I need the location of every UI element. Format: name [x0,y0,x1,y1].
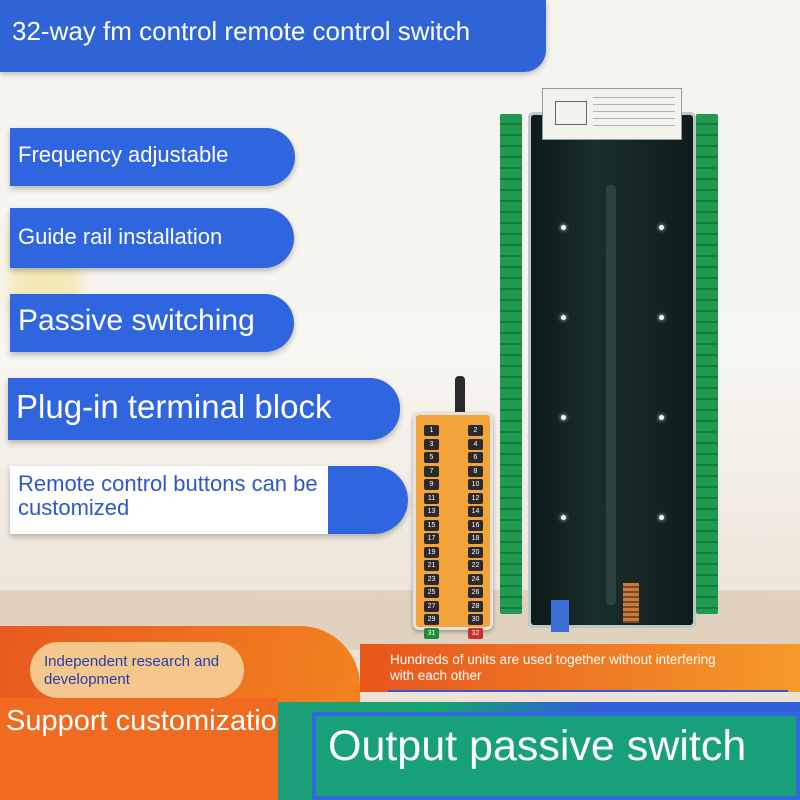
page-title: 32-way fm control remote control switch [12,16,471,46]
feature-badge-terminal: Plug-in terminal block [8,378,400,440]
divider-line [388,690,788,692]
remote-key-5: 5 [424,452,439,463]
remote-key-10: 10 [468,479,483,490]
remote-key-blank [446,628,461,639]
antenna-coil [623,583,639,623]
feature-badge-guide-rail: Guide rail installation [10,208,294,268]
support-text: Support customization [6,705,293,737]
remote-key-blank [446,601,461,612]
indicator-led [561,415,566,420]
remote-key-1: 1 [424,425,439,436]
remote-key-6: 6 [468,452,483,463]
badge-accent [328,466,408,534]
remote-key-8: 8 [468,465,483,477]
label-logo [555,101,587,125]
feature-badge-frequency: Frequency adjustable [10,128,295,186]
remote-key-blank [446,560,461,571]
remote-key-15: 15 [424,519,439,531]
remote-key-26: 26 [468,587,483,598]
remote-key-31: 31 [424,627,439,639]
remote-key-18: 18 [468,533,483,544]
controller-device-image [500,84,720,634]
device-label-plate [542,88,682,140]
title-banner: 32-way fm control remote control switch [0,0,546,72]
indicator-led [561,515,566,520]
indicator-led [659,515,664,520]
remote-key-11: 11 [424,492,439,504]
indicator-led [561,225,566,230]
feature-label: Guide rail installation [18,224,223,249]
remote-key-4: 4 [468,438,483,450]
hundreds-text: Hundreds of units are used together with… [390,652,716,683]
remote-key-blank [446,533,461,544]
remote-key-24: 24 [468,573,483,585]
remote-key-21: 21 [424,560,439,571]
feature-label: Passive switching [18,304,255,337]
feature-label: Frequency adjustable [18,142,229,167]
remote-key-12: 12 [468,492,483,504]
remote-key-22: 22 [468,560,483,571]
remote-key-blank [446,439,461,450]
remote-key-2: 2 [468,425,483,436]
hundreds-banner [360,644,800,692]
research-text: Independent research and development [44,653,220,688]
feature-badge-custom-buttons: Remote control buttons can be customized [10,466,408,534]
remote-key-blank [446,587,461,598]
remote-key-blank [446,547,461,558]
device-housing [528,112,696,632]
indicator-led [659,225,664,230]
terminal-block-right [696,114,718,614]
remote-key-9: 9 [424,479,439,490]
remote-key-28: 28 [468,600,483,612]
output-box [312,712,800,800]
remote-key-32: 32 [468,627,483,639]
remote-key-16: 16 [468,519,483,531]
research-badge [30,642,244,698]
remote-key-13: 13 [424,506,439,517]
remote-key-27: 27 [424,600,439,612]
indicator-led [659,415,664,420]
remote-key-23: 23 [424,573,439,585]
indicator-led [561,315,566,320]
indicator-led [659,315,664,320]
feature-label: Remote control buttons can be customized [18,471,318,520]
output-text: Output passive switch [328,722,747,770]
dip-switch [551,600,569,632]
remote-key-19: 19 [424,546,439,558]
remote-key-blank [446,574,461,585]
device-rail [606,185,616,605]
remote-antenna [455,376,465,418]
remote-key-blank [446,466,461,477]
remote-key-blank [446,520,461,531]
remote-key-blank [446,493,461,504]
remote-key-30: 30 [468,614,483,625]
label-text-lines [593,97,675,131]
remote-key-25: 25 [424,587,439,598]
support-box [0,698,278,800]
feature-label: Plug-in terminal block [16,388,332,425]
remote-key-blank [446,425,461,436]
remote-key-14: 14 [468,506,483,517]
remote-key-3: 3 [424,438,439,450]
remote-key-17: 17 [424,533,439,544]
feature-badge-passive: Passive switching [10,294,294,352]
remote-key-blank [446,452,461,463]
remote-key-blank [446,614,461,625]
remote-key-blank [446,479,461,490]
terminal-block-left [500,114,522,614]
remote-key-blank [446,506,461,517]
remote-key-20: 20 [468,546,483,558]
remote-key-29: 29 [424,614,439,625]
remote-key-7: 7 [424,465,439,477]
